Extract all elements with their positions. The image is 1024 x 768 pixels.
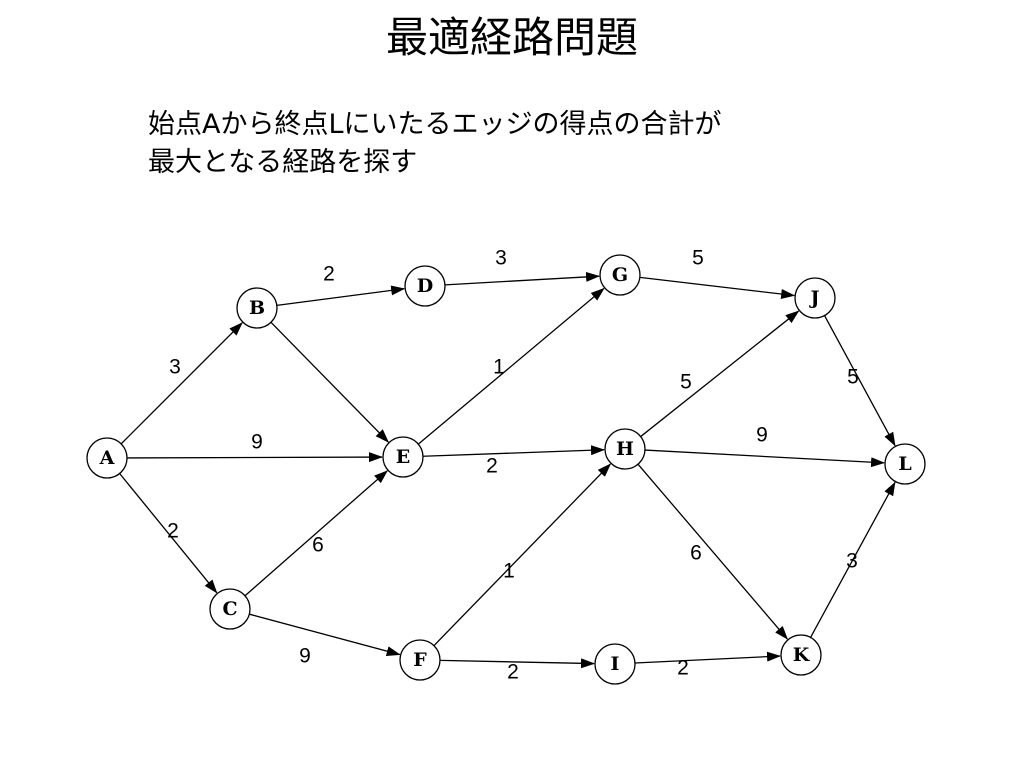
edge-weight-g-j: 5 <box>692 247 704 270</box>
node-circle <box>794 277 836 319</box>
node-label: I <box>611 653 620 675</box>
node-e: E <box>382 436 424 478</box>
edge-weight-h-j: 5 <box>680 371 692 394</box>
node-circle <box>236 287 278 329</box>
edge-f-h <box>433 463 612 647</box>
edge-f-i <box>439 658 596 669</box>
edge-i-k <box>634 651 782 664</box>
node-j: J <box>794 277 836 319</box>
node-g: G <box>599 254 641 296</box>
node-circle <box>780 634 822 676</box>
node-i: I <box>594 643 636 685</box>
edge-g-j <box>639 276 796 299</box>
edge-a-b <box>120 322 243 445</box>
edge-weight-f-i: 2 <box>507 661 519 684</box>
edge-weight-d-g: 3 <box>495 247 507 270</box>
node-circle <box>594 643 636 685</box>
edge-e-g <box>417 287 605 445</box>
node-circle <box>404 265 446 307</box>
node-label: B <box>249 297 265 319</box>
node-circle <box>209 588 251 630</box>
edge-b-e <box>270 321 390 443</box>
edge-c-e <box>244 470 388 597</box>
edge-weight-e-g: 1 <box>493 356 505 379</box>
node-c: C <box>209 588 251 630</box>
nodes-layer: A B C D E F G H I J K L <box>86 254 926 685</box>
edge-weight-h-k: 6 <box>690 542 702 565</box>
edge-weight-e-h: 2 <box>486 455 498 478</box>
edge-weight-a-e: 9 <box>251 431 263 454</box>
node-circle <box>399 639 441 681</box>
edge-weight-f-h: 1 <box>503 560 515 583</box>
edge-weight-c-e: 6 <box>312 534 324 557</box>
edge-j-l <box>823 315 896 447</box>
node-b: B <box>236 287 278 329</box>
node-circle <box>599 254 641 296</box>
edge-h-l <box>644 449 886 468</box>
edge-weight-j-l: 5 <box>847 366 859 389</box>
edge-weight-a-c: 2 <box>167 520 179 543</box>
problem-description: 始点Aから終点Lにいたるエッジの得点の合計が 最大となる経路を探す <box>148 106 868 182</box>
node-label: J <box>809 287 820 309</box>
edge-weight-h-l: 9 <box>756 424 768 447</box>
node-k: K <box>780 634 822 676</box>
edge-b-d <box>276 285 406 307</box>
edge-a-c <box>119 473 218 594</box>
node-d: D <box>404 265 446 307</box>
node-a: A <box>86 437 128 479</box>
edge-weight-k-l: 3 <box>846 550 858 573</box>
node-circle <box>382 436 424 478</box>
edge-labels-layer: 3 9 2 2 6 9 3 1 2 1 2 5 5 9 6 2 5 3 <box>167 247 859 684</box>
edge-h-k <box>637 463 789 640</box>
edge-h-j <box>640 310 800 438</box>
edge-weight-b-d: 2 <box>323 263 335 286</box>
node-label: L <box>898 453 911 475</box>
node-circle <box>86 437 128 479</box>
node-label: C <box>222 598 237 620</box>
edge-e-h <box>422 445 606 457</box>
description-line-1: 始点Aから終点Lにいたるエッジの得点の合計が <box>148 109 722 140</box>
node-h: H <box>604 428 646 470</box>
node-label: A <box>99 447 115 469</box>
edge-d-g <box>444 271 601 286</box>
node-l: L <box>884 443 926 485</box>
description-line-2: 最大となる経路を探す <box>148 147 418 178</box>
node-label: D <box>417 275 433 297</box>
slide-title: 最適経路問題 <box>385 13 638 62</box>
edge-weight-i-k: 2 <box>677 657 689 680</box>
edges-layer <box>119 271 896 669</box>
edge-k-l <box>809 481 896 638</box>
node-circle <box>604 428 646 470</box>
node-label: E <box>396 446 410 468</box>
edge-c-f <box>249 613 401 657</box>
edge-weight-c-f: 9 <box>299 645 311 668</box>
node-circle <box>884 443 926 485</box>
node-f: F <box>399 639 441 681</box>
node-label: F <box>413 649 427 671</box>
edge-weight-a-b: 3 <box>169 356 181 379</box>
node-label: G <box>612 264 628 286</box>
node-label: K <box>793 644 811 666</box>
edge-a-e <box>126 452 384 463</box>
node-label: H <box>616 438 634 460</box>
